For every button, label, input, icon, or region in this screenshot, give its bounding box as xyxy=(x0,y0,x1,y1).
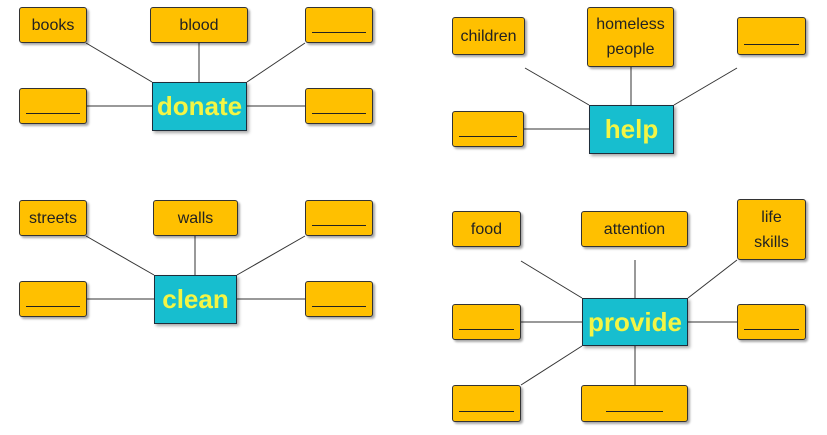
center-label: clean xyxy=(162,284,229,314)
leaf-life-skills: life skills xyxy=(737,199,806,260)
leaf-label: blood xyxy=(179,16,219,34)
leaf-label: attention xyxy=(603,220,666,238)
blank-line xyxy=(744,329,799,330)
blank-answer-box[interactable] xyxy=(19,281,87,317)
blank-answer-box[interactable] xyxy=(19,88,87,124)
blank-line xyxy=(606,411,663,412)
connector-line xyxy=(524,67,590,106)
leaf-label-line: people xyxy=(606,41,655,58)
leaf-food: food xyxy=(452,211,521,247)
connector-line xyxy=(85,42,153,83)
leaf-label-line: homeless xyxy=(596,16,665,33)
blank-line xyxy=(26,113,80,114)
blank-answer-box[interactable] xyxy=(737,17,806,55)
blank-line xyxy=(459,136,517,137)
blank-line xyxy=(459,329,514,330)
center-label: donate xyxy=(156,91,243,121)
connector-line xyxy=(673,67,738,106)
blank-line xyxy=(26,306,80,307)
blank-answer-box[interactable] xyxy=(452,385,521,422)
blank-line xyxy=(312,225,366,226)
leaf-walls: walls xyxy=(153,200,238,236)
center-node-clean: clean xyxy=(154,275,237,324)
leaf-homeless-people: homeless people xyxy=(587,7,674,67)
center-label: help xyxy=(604,114,659,144)
blank-answer-box[interactable] xyxy=(305,200,373,236)
blank-answer-box[interactable] xyxy=(452,111,524,147)
connector-line xyxy=(687,259,738,299)
blank-answer-box[interactable] xyxy=(305,88,373,124)
blank-answer-box[interactable] xyxy=(737,304,806,340)
leaf-attention: attention xyxy=(581,211,688,247)
blank-line xyxy=(312,113,366,114)
leaf-label: children xyxy=(460,27,517,45)
leaf-label: streets xyxy=(28,209,77,227)
leaf-label: walls xyxy=(177,209,214,227)
blank-answer-box[interactable] xyxy=(305,7,373,43)
connector-line xyxy=(246,42,306,83)
center-node-help: help xyxy=(589,105,674,154)
blank-line xyxy=(312,32,366,33)
leaf-label-line: life xyxy=(761,208,782,226)
leaf-blood: blood xyxy=(150,7,248,43)
center-node-provide: provide xyxy=(582,298,688,346)
leaf-children: children xyxy=(452,17,525,55)
blank-line xyxy=(459,411,514,412)
center-label: provide xyxy=(588,306,682,337)
connector-line xyxy=(520,345,583,386)
connector-line xyxy=(85,235,155,276)
leaf-label: food xyxy=(470,220,503,238)
blank-line xyxy=(312,306,366,307)
blank-answer-box[interactable] xyxy=(581,385,688,422)
leaf-books: books xyxy=(19,7,87,43)
blank-answer-box[interactable] xyxy=(305,281,373,317)
connector-line xyxy=(236,235,306,276)
center-node-donate: donate xyxy=(152,82,247,131)
blank-line xyxy=(744,44,799,45)
leaf-streets: streets xyxy=(19,200,87,236)
blank-answer-box[interactable] xyxy=(452,304,521,340)
leaf-label: books xyxy=(31,16,75,34)
connector-line xyxy=(520,260,583,299)
leaf-label-line: skills xyxy=(754,233,789,251)
